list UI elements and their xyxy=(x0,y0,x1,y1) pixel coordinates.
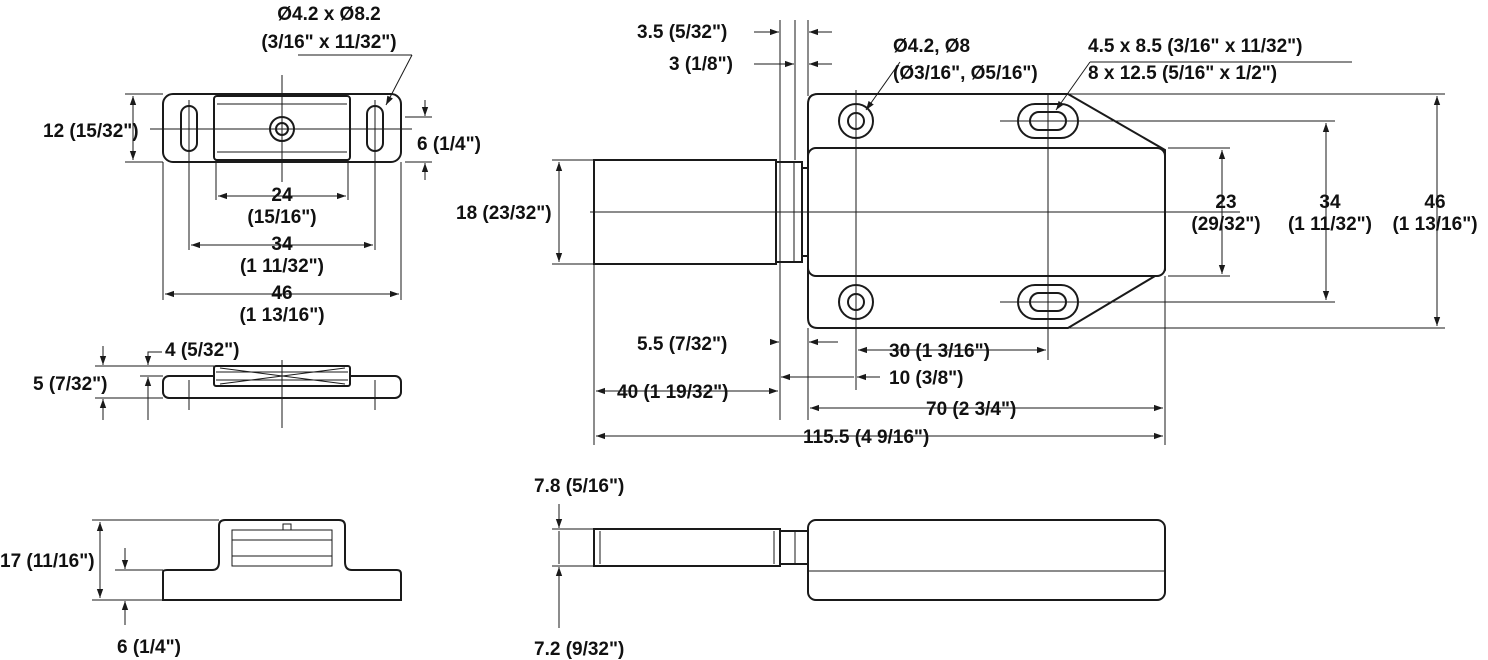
strike-width-24-inch-label: (15/16") xyxy=(247,207,316,228)
latch-top-view xyxy=(590,90,1335,390)
strike-hole-label-b: (3/16" x 11/32") xyxy=(261,32,396,53)
side-dimensions xyxy=(95,346,214,420)
latch-10-label: 10 (3/8") xyxy=(889,368,964,389)
latch-dimensions xyxy=(552,20,1445,445)
latch-slot-label-b: 8 x 12.5 (5/16" x 1/2") xyxy=(1088,63,1277,84)
latch-hole-label-a: Ø4.2, Ø8 xyxy=(893,36,970,57)
latch-18-label: 18 (23/32") xyxy=(456,203,552,224)
latch-slot-label-a: 4.5 x 8.5 (3/16" x 11/32") xyxy=(1088,36,1303,57)
bottom-dimensions xyxy=(552,504,594,628)
latch-34-inch-label: (1 11/32") xyxy=(1288,214,1372,235)
front-dimensions xyxy=(92,519,219,625)
bottom-7-2-label: 7.2 (9/32") xyxy=(534,639,624,660)
latch-3-5-label: 3.5 (5/32") xyxy=(637,22,727,43)
latch-40-label: 40 (1 19/32") xyxy=(617,382,728,403)
strike-width-46-inch-label: (1 13/16") xyxy=(239,305,324,326)
bottom-labels: 7.8 (5/16") 7.2 (9/32") xyxy=(534,476,624,660)
strike-width-34-inch-label: (1 11/32") xyxy=(240,256,324,277)
strike-width-46-label: 46 xyxy=(271,283,292,304)
front-6-label: 6 (1/4") xyxy=(117,637,181,658)
strike-height-12-label: 12 (15/32") xyxy=(43,121,139,142)
latch-side-view xyxy=(593,519,1166,601)
latch-46-inch-label: (1 13/16") xyxy=(1392,214,1477,235)
latch-34-label: 34 xyxy=(1319,192,1341,213)
strike-labels: Ø4.2 x Ø8.2 (3/16" x 11/32") 12 (15/32")… xyxy=(43,4,481,326)
strike-plate-front-view xyxy=(162,519,402,601)
front-labels: 17 (11/16") 6 (1/4") xyxy=(0,551,181,658)
latch-46-label: 46 xyxy=(1424,192,1445,213)
latch-labels: 3.5 (5/32") 3 (1/8") Ø4.2, Ø8 (Ø3/16", Ø… xyxy=(456,22,1478,448)
latch-23-inch-label: (29/32") xyxy=(1191,214,1260,235)
latch-70-label: 70 (2 3/4") xyxy=(926,399,1016,420)
strike-plate-top-view xyxy=(150,75,412,250)
front-17-label: 17 (11/16") xyxy=(0,551,95,572)
strike-width-34-label: 34 xyxy=(271,234,293,255)
strike-plate-side-view xyxy=(162,360,402,428)
strike-hole-label-a: Ø4.2 x Ø8.2 xyxy=(277,4,381,25)
latch-115-5-label: 115.5 (4 9/16") xyxy=(803,427,929,448)
latch-hole-label-b: (Ø3/16", Ø5/16") xyxy=(893,63,1038,84)
bottom-7-8-label: 7.8 (5/16") xyxy=(534,476,624,497)
latch-23-label: 23 xyxy=(1215,192,1236,213)
latch-30-label: 30 (1 3/16") xyxy=(889,341,990,362)
side-4-label: 4 (5/32") xyxy=(165,340,240,361)
latch-3-label: 3 (1/8") xyxy=(669,54,733,75)
strike-width-24-label: 24 xyxy=(271,185,293,206)
side-5-label: 5 (7/32") xyxy=(33,374,108,395)
side-labels: 4 (5/32") 5 (7/32") xyxy=(33,340,240,395)
strike-dimensions xyxy=(125,54,432,300)
latch-5-5-label: 5.5 (7/32") xyxy=(637,334,727,355)
strike-height-6-label: 6 (1/4") xyxy=(417,134,481,155)
